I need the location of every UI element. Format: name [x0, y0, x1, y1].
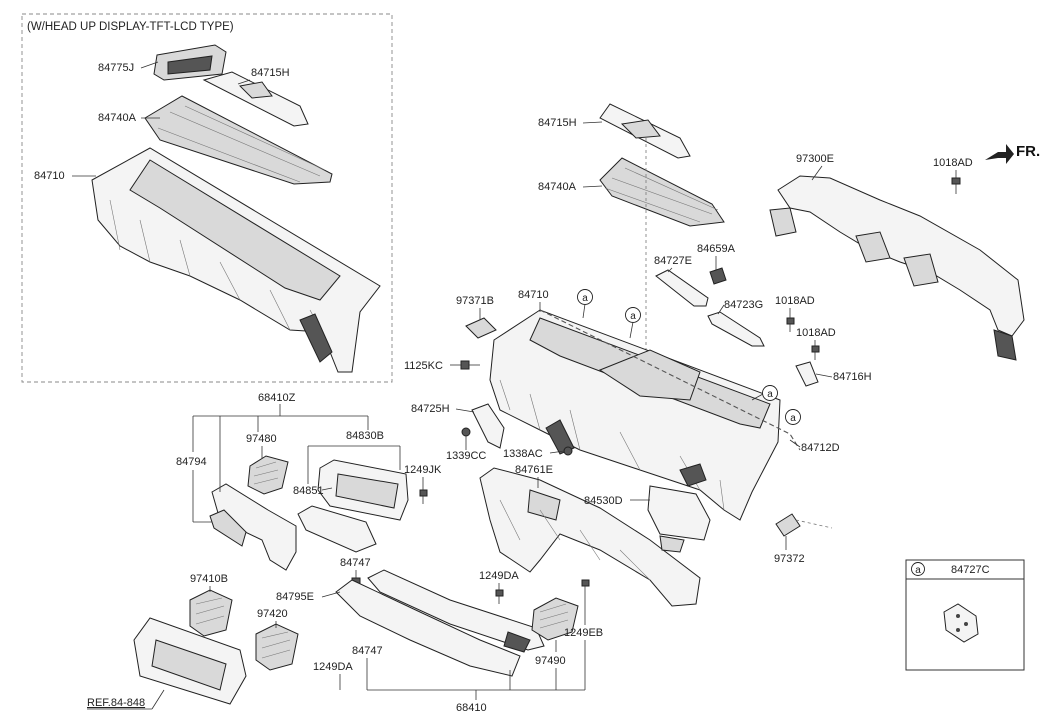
label-97300e: 97300E — [796, 153, 834, 165]
label-1018ad-low: 1018AD — [796, 327, 836, 339]
hud-variant-box — [21, 13, 393, 383]
label-84747-top: 84747 — [340, 557, 371, 569]
main-97410b-vent — [189, 589, 233, 637]
label-84716h: 84716H — [833, 371, 872, 383]
screw-1018ad-top — [951, 177, 961, 194]
hud-84715h-part — [202, 71, 309, 127]
label-84740a: 84740A — [538, 181, 577, 193]
main-84710-crash-pad — [489, 309, 781, 521]
label-97490: 97490 — [535, 655, 566, 667]
legend-box: a 84727C — [905, 559, 1025, 671]
label-84723g: 84723G — [724, 299, 763, 311]
label-1338ac: 1338AC — [503, 448, 543, 460]
screw-1018ad-low — [811, 345, 820, 360]
main-97490-vent — [531, 597, 579, 641]
legend-letter: a — [915, 565, 921, 576]
main-84740a-part — [599, 157, 725, 227]
label-1249da-bottom: 1249DA — [313, 661, 353, 673]
label-84725h: 84725H — [411, 403, 450, 415]
bracket-68410z — [192, 404, 369, 523]
label-1249da-top: 1249DA — [479, 570, 519, 582]
main-97372-grille — [775, 513, 801, 537]
callout-a-3: a — [751, 385, 778, 401]
hud-84775j-part — [153, 44, 227, 81]
label-84747-bottom: 84747 — [352, 645, 383, 657]
label-1018ad-top: 1018AD — [933, 157, 973, 169]
legend-84727c-clip — [943, 603, 979, 643]
screw-1249da-a — [495, 589, 504, 604]
label-97410b: 97410B — [190, 573, 228, 585]
label-1249jk: 1249JK — [404, 464, 442, 476]
label-84830b: 84830B — [346, 430, 384, 442]
front-direction-arrow-icon — [985, 144, 1014, 164]
label-1125kc: 1125KC — [404, 360, 443, 372]
screw-1018ad-mid — [786, 317, 795, 332]
main-84830b-cluster — [317, 459, 409, 521]
dashed-extension — [795, 519, 833, 529]
main-84851-cover — [297, 505, 377, 553]
legend-part-number: 84727C — [951, 564, 990, 576]
hud-84740a-part — [144, 95, 333, 185]
ref-84-848-display-unit — [133, 617, 247, 705]
nut-1338ac — [563, 446, 573, 456]
label-68410: 68410 — [456, 702, 487, 714]
label-84710: 84710 — [518, 289, 549, 301]
label-hud-84740a: 84740A — [98, 112, 137, 124]
main-84715h-part — [599, 103, 691, 159]
main-84761e-cross-member — [479, 467, 701, 607]
bolt-1125kc — [460, 360, 480, 370]
label-84712d: 84712D — [801, 442, 840, 454]
label-84761e: 84761E — [515, 464, 553, 476]
main-97420-vent — [255, 623, 299, 671]
bracket-68410 — [339, 640, 586, 700]
label-1018ad-mid: 1018AD — [775, 295, 815, 307]
callout-a-4: a — [785, 409, 801, 425]
label-84851: 84851 — [293, 485, 324, 497]
label-1339cc: 1339CC — [446, 450, 486, 462]
screw-1249eb — [581, 579, 590, 594]
label-hud-84710: 84710 — [34, 170, 65, 182]
svg-text:a: a — [630, 311, 636, 322]
label-97480: 97480 — [246, 433, 277, 445]
main-84795e-center-panel — [335, 569, 545, 677]
svg-text:a: a — [582, 293, 588, 304]
label-84727e: 84727E — [654, 255, 692, 267]
hud-variant-title: (W/HEAD UP DISPLAY-TFT-LCD TYPE) — [27, 21, 234, 33]
main-84659a-clip — [709, 267, 727, 285]
reference-link[interactable]: REF.84-848 — [87, 697, 145, 709]
main-84530d-airbag — [647, 485, 711, 553]
label-hud-84715h: 84715H — [251, 67, 290, 79]
callout-a-2: a — [625, 307, 641, 339]
label-97420: 97420 — [257, 608, 288, 620]
label-84715h: 84715H — [538, 117, 577, 129]
label-97371b: 97371B — [456, 295, 494, 307]
main-97371b-grille — [465, 317, 497, 339]
main-84723g-part — [707, 311, 765, 347]
label-84794: 84794 — [176, 456, 207, 468]
bracket-84830b — [307, 445, 401, 484]
label-hud-84775j: 84775J — [98, 62, 134, 74]
main-97300e-air-duct — [769, 175, 1025, 361]
callout-a-1: a — [577, 289, 593, 319]
label-84795e: 84795E — [276, 591, 314, 603]
hud-84710-crash-pad — [91, 147, 381, 373]
main-97480-vent — [247, 455, 289, 495]
nut-1339cc — [461, 427, 471, 446]
main-84725h-bracket — [471, 403, 505, 449]
front-direction-label: FR. — [1016, 143, 1040, 160]
label-1249eb: 1249EB — [564, 627, 603, 639]
screw-1249jk — [419, 489, 428, 504]
main-84794-panel — [209, 483, 297, 571]
main-84716h-part — [795, 361, 819, 387]
label-84659a: 84659A — [697, 243, 736, 255]
svg-text:a: a — [790, 413, 796, 424]
main-84727e-part — [655, 269, 709, 307]
svg-text:a: a — [767, 389, 773, 400]
label-97372: 97372 — [774, 553, 805, 565]
label-68410z: 68410Z — [258, 392, 296, 404]
label-84530d: 84530D — [584, 495, 623, 507]
